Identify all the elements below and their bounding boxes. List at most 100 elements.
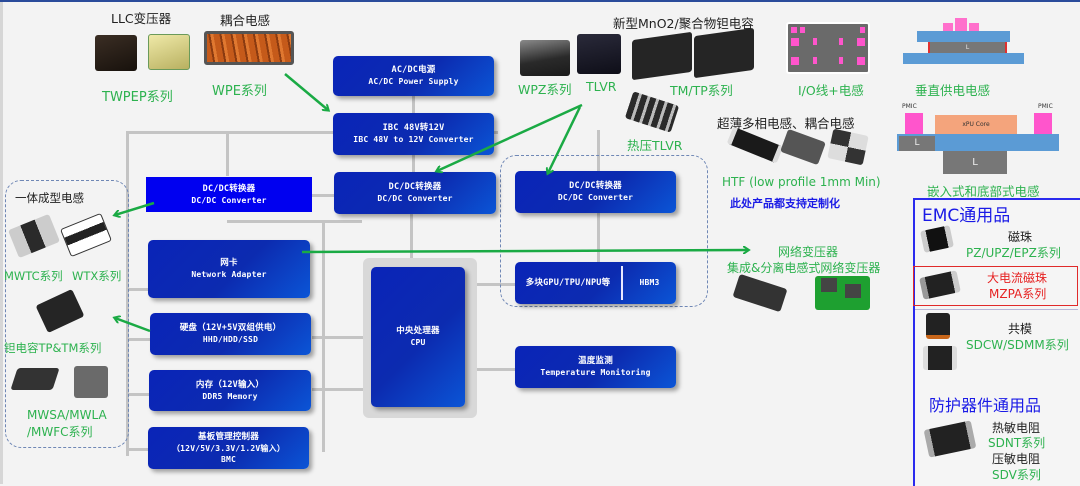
block-title: 基板管理控制器 [198, 431, 259, 442]
block-subtitle: DDR5 Memory [202, 391, 258, 401]
bus-line [597, 212, 600, 262]
tlvr-inductor-image [577, 34, 621, 74]
block-title: 中央处理器 [396, 326, 440, 336]
bus-line [126, 393, 150, 396]
ibc-converter-block[interactable]: IBC 48V转12V IBC 48V to 12V Converter [333, 113, 494, 155]
bus-line [476, 368, 516, 371]
customization-note: 此处产品都支持定制化 [730, 197, 840, 210]
wpz-inductor-image [520, 40, 570, 76]
wpz-series-label: WPZ系列 [518, 82, 572, 97]
emc-separator [915, 309, 1078, 310]
llc-transformer-title: LLC变压器 [111, 11, 172, 26]
bus-line [476, 283, 516, 286]
high-current-bead-highlight [913, 266, 1078, 306]
block-title: 内存（12V输入） [195, 379, 265, 390]
block-subtitle: HHD/HDD/SSD [202, 335, 259, 344]
coupled-inductor-title: 耦合电感 [220, 13, 271, 28]
common-mode-choke-image-2 [923, 346, 957, 370]
io-inductor-label: I/O线+电感 [798, 83, 864, 98]
block-title: DC/DC转换器 [569, 181, 622, 191]
block-title: IBC 48V转12V [382, 123, 445, 133]
vertical-power-inductor-label: 垂直供电电感 [915, 83, 991, 98]
emc-title: EMC通用品 [922, 206, 1011, 226]
mwsa-mwla-series-label: MWSA/MWLA [27, 408, 107, 422]
bus-line [312, 194, 334, 197]
temperature-monitoring-block[interactable]: 温度监测 Temperature Monitoring [515, 346, 676, 388]
tantalum-capacitor-title: 新型MnO2/聚合物钽电容 [613, 16, 754, 31]
ferrite-bead-series: PZ/UPZ/EPZ系列 [966, 246, 1061, 260]
high-current-bead-series: MZPA系列 [989, 287, 1047, 301]
htf-inductor-image-3 [827, 128, 869, 166]
dcdc-converter-left-block[interactable]: DC/DC转换器 DC/DC Converter [146, 177, 312, 212]
left-border [0, 2, 3, 484]
disk-block[interactable]: 硬盘（12V+5V双组供电） HHD/HDD/SSD [150, 313, 311, 355]
wpe-series-label: WPE系列 [212, 84, 267, 99]
bus-line [126, 288, 150, 291]
protection-device-title: 防护器件通用品 [929, 396, 1042, 415]
molded-inductor-title: 一体成型电感 [15, 191, 84, 205]
block-title: 网卡 [220, 258, 238, 268]
dcdc-converter-right-block[interactable]: DC/DC转换器 DC/DC Converter [515, 171, 676, 213]
bus-line [312, 388, 364, 391]
block-subtitle: DC/DC Converter [191, 195, 267, 205]
gpu-block[interactable]: 多块GPU/TPU/NPU等 HBM3 [515, 262, 676, 304]
vertical-power-diagram: L [903, 18, 1025, 68]
hbm-label: HBM3 [639, 278, 660, 287]
tantalum-tp-tm-series-label: 钽电容TP&TM系列 [4, 341, 102, 355]
dcdc-converter-mid-block[interactable]: DC/DC转换器 DC/DC Converter [334, 172, 496, 214]
bus-line [126, 448, 150, 451]
ntc-thermistor-name: 热敏电阻 [992, 421, 1041, 435]
io-inductor-image [786, 22, 870, 74]
mwsa-inductor-image-1 [10, 368, 60, 390]
pmic-right-label: PMIC [1038, 103, 1053, 110]
gpu-group [500, 155, 708, 307]
ntc-thermistor-series: SDNT系列 [988, 436, 1046, 450]
network-transformer-subtitle: 集成&分离电感式网络变压器 [727, 261, 881, 275]
block-subtitle: IBC 48V to 12V Converter [353, 135, 474, 144]
bus-line [126, 131, 129, 456]
l-bottom-label: L [943, 151, 1007, 174]
tm-tp-series-label: TM/TP系列 [670, 83, 733, 98]
mwtc-series-label: MWTC系列 [4, 269, 63, 283]
bus-line [227, 220, 362, 223]
l-top-label: L [899, 136, 935, 151]
ferrite-bead-name: 磁珠 [1008, 230, 1033, 244]
common-mode-series: SDCW/SDMM系列 [966, 338, 1069, 352]
high-current-bead-name: 大电流磁珠 [987, 271, 1048, 285]
cpu-block[interactable]: 中央处理器 CPU [371, 267, 465, 407]
top-border [0, 0, 1080, 2]
network-transformer-title: 网络变压器 [778, 245, 839, 259]
mwsa-inductor-image-2 [74, 366, 108, 398]
embedded-inductor-label: 嵌入式和底部式电感 [927, 184, 1040, 199]
gpu-divider [621, 266, 623, 300]
htf-inductor-image-1 [726, 126, 784, 164]
bus-line [410, 204, 413, 260]
llc-transformer-black-image [95, 35, 137, 71]
common-mode-name: 共模 [1008, 322, 1033, 336]
network-adapter-block[interactable]: 网卡 Network Adapter [148, 240, 310, 298]
block-subtitle: Network Adapter [191, 270, 267, 279]
left-inductor-group [5, 180, 129, 448]
memory-block[interactable]: 内存（12V输入） DDR5 Memory [149, 370, 311, 411]
htf-series-label: HTF (low profile 1mm Min) [722, 175, 881, 189]
block-subtitle: Temperature Monitoring [540, 368, 651, 377]
twpep-series-label: TWPEP系列 [102, 90, 173, 105]
ultrathin-inductor-title: 超薄多相电感、耦合电感 [717, 116, 855, 131]
xpu-core-label: xPU Core [935, 115, 1017, 134]
pmic-left-label: PMIC [902, 103, 917, 110]
coupled-inductor-image [204, 31, 294, 65]
mwfc-series-label: /MWFC系列 [27, 425, 93, 439]
block-title: 温度监测 [578, 356, 613, 366]
bus-line [126, 131, 498, 134]
block-subtitle-2: BMC [220, 454, 237, 464]
embedded-inductor-diagram: PMIC PMIC xPU Core L L [897, 103, 1063, 179]
tlvr-label: TLVR [586, 79, 617, 94]
block-title: DC/DC转换器 [388, 182, 442, 192]
bus-line [126, 338, 150, 341]
varistor-name: 压敏电阻 [992, 452, 1041, 466]
block-title: 硬盘（12V+5V双组供电） [179, 323, 282, 333]
block-title: DC/DC转换器 [202, 183, 256, 194]
bmc-block[interactable]: 基板管理控制器 （12V/5V/3.3V/1.2V输入） BMC [148, 427, 309, 469]
network-transformer-image-1 [732, 273, 788, 313]
acdc-power-supply-block[interactable]: AC/DC电源 AC/DC Power Supply [333, 56, 494, 96]
